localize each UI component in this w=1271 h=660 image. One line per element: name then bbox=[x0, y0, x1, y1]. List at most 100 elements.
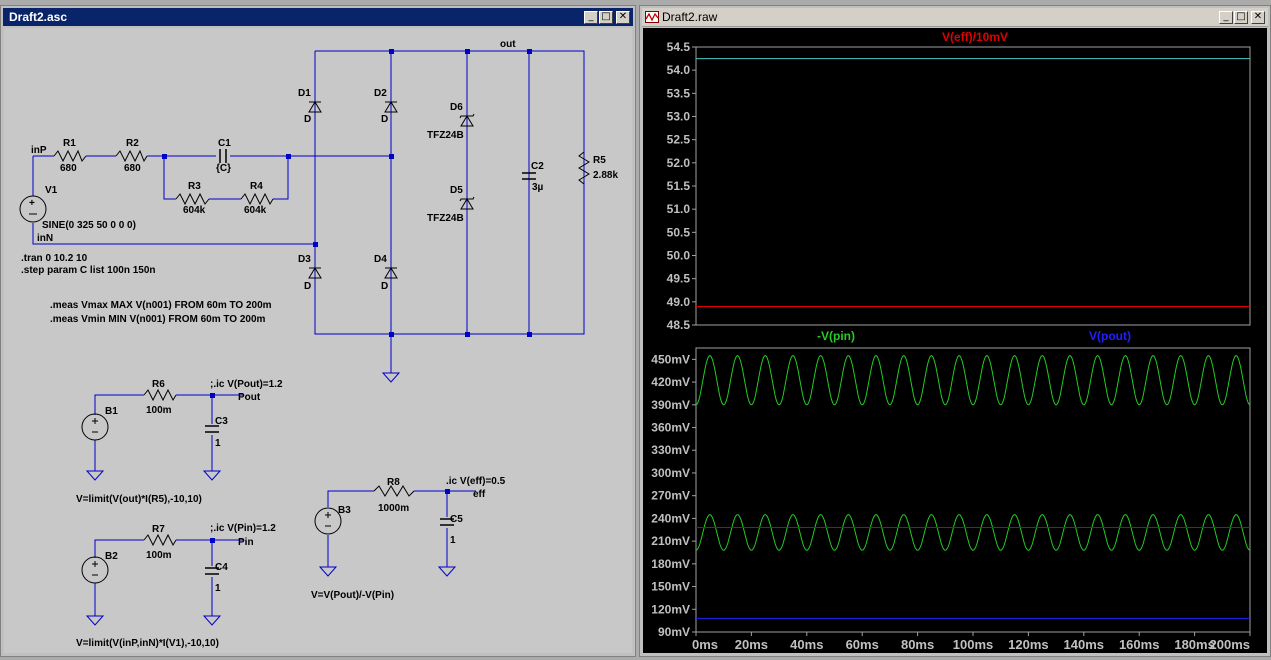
pane1-title: V(eff)/10mV bbox=[942, 30, 1008, 44]
label-D5-value: TFZ24B bbox=[427, 213, 464, 224]
pane2-ytick-label: 330mV bbox=[651, 443, 690, 457]
svg-text:+: + bbox=[29, 198, 35, 209]
xtick-label: 60ms bbox=[846, 637, 879, 652]
ground-symbols bbox=[85, 372, 457, 626]
pane1-ytick-label: 50.5 bbox=[667, 225, 691, 239]
label-C4-value: 1 bbox=[215, 583, 221, 594]
label-B2-expr: V=limit(V(inP,inN)*I(V1),-10,10) bbox=[76, 638, 219, 649]
maximize-button[interactable]: □ bbox=[1234, 10, 1248, 24]
label-D4-value: D bbox=[381, 281, 388, 292]
xtick-label: 160ms bbox=[1119, 637, 1159, 652]
pane1-plot: 54.554.053.553.052.552.051.551.050.550.0… bbox=[667, 40, 1250, 332]
maximize-button[interactable]: □ bbox=[599, 10, 613, 24]
label-R6: R6 bbox=[152, 379, 165, 390]
pane2-ytick-label: 180mV bbox=[651, 557, 690, 571]
label-R1-value: 680 bbox=[60, 163, 77, 174]
capacitor-symbols bbox=[205, 149, 536, 575]
pane2-plot: 450mV420mV390mV360mV330mV300mV270mV240mV… bbox=[651, 352, 1251, 652]
pane2-ytick-label: 270mV bbox=[651, 489, 690, 503]
pane2-ytick-label: 150mV bbox=[651, 580, 690, 594]
label-D1: D1 bbox=[298, 88, 311, 99]
junction-dots bbox=[162, 49, 532, 543]
pane1-ytick-label: 52.0 bbox=[667, 156, 691, 170]
label-V1: V1 bbox=[45, 185, 58, 196]
schematic-wires bbox=[32, 50, 585, 616]
close-button[interactable]: ✕ bbox=[1251, 10, 1265, 24]
pane1-ytick-label: 51.5 bbox=[667, 179, 691, 193]
label-B3: B3 bbox=[338, 505, 351, 516]
pane1-ytick-label: 51.0 bbox=[667, 202, 691, 216]
pane1-ytick-label: 48.5 bbox=[667, 318, 691, 332]
directive-meas-min[interactable]: .meas Vmin MIN V(n001) FROM 60m TO 200m bbox=[50, 314, 266, 325]
pane1-ytick-label: 49.0 bbox=[667, 295, 691, 309]
xtick-label: 20ms bbox=[735, 637, 768, 652]
source-symbols: + bbox=[19, 195, 342, 584]
label-R8: R8 bbox=[387, 477, 400, 488]
waveform-app-icon bbox=[645, 11, 659, 23]
pane2-ytick-label: 120mV bbox=[651, 602, 690, 616]
label-R4: R4 bbox=[250, 181, 263, 192]
label-ic-eff[interactable]: .ic V(eff)=0.5 bbox=[446, 476, 506, 487]
label-B1: B1 bbox=[105, 406, 118, 417]
pane2-ytick-label: 210mV bbox=[651, 534, 690, 548]
pane1-ytick-label: 53.0 bbox=[667, 110, 691, 124]
pane2-ytick-label: 390mV bbox=[651, 398, 690, 412]
label-D5: D5 bbox=[450, 185, 463, 196]
schematic-canvas[interactable]: + out inP inN V1 SINE(0 325 bbox=[4, 28, 632, 653]
label-out: out bbox=[500, 39, 516, 50]
directive-meas-max[interactable]: .meas Vmax MAX V(n001) FROM 60m TO 200m bbox=[50, 300, 272, 311]
minimize-button[interactable]: _ bbox=[1219, 10, 1233, 24]
waveform-window[interactable]: Draft2.raw _ □ ✕ V(eff)/10mV -V(pin) V(p… bbox=[639, 5, 1271, 657]
label-D6-value: TFZ24B bbox=[427, 130, 464, 141]
label-D1-value: D bbox=[304, 114, 311, 125]
label-C1: C1 bbox=[218, 138, 231, 149]
label-R7: R7 bbox=[152, 524, 165, 535]
label-D4: D4 bbox=[374, 254, 387, 265]
pane1-ytick-label: 54.0 bbox=[667, 63, 691, 77]
label-B1-expr: V=limit(V(out)*I(R5),-10,10) bbox=[76, 494, 202, 505]
pane1-ytick-label: 54.5 bbox=[667, 40, 691, 54]
minimize-button[interactable]: _ bbox=[584, 10, 598, 24]
schematic-title: Draft2.asc bbox=[9, 10, 68, 24]
label-R7-value: 100m bbox=[146, 550, 172, 561]
pane1-frame bbox=[695, 46, 1251, 326]
label-C3-value: 1 bbox=[215, 438, 221, 449]
directive-tran[interactable]: .tran 0 10.2 10 bbox=[21, 253, 88, 264]
xtick-label: 120ms bbox=[1008, 637, 1048, 652]
legend-neg-vpin: -V(pin) bbox=[817, 329, 855, 343]
label-C1-value: {C} bbox=[216, 163, 231, 174]
pane2-frame bbox=[695, 347, 1251, 633]
schematic-drawing: + out inP inN V1 SINE(0 325 bbox=[19, 39, 618, 649]
label-D2-value: D bbox=[381, 114, 388, 125]
xtick-label: 0ms bbox=[692, 637, 718, 652]
waveform-title: Draft2.raw bbox=[662, 10, 718, 24]
pane1-ytick-label: 53.5 bbox=[667, 86, 691, 100]
resistor-symbols bbox=[53, 149, 590, 547]
waveform-plots: V(eff)/10mV -V(pin) V(pout) 54.554.053.5… bbox=[651, 30, 1251, 652]
schematic-window[interactable]: Draft2.asc _ □ ✕ bbox=[0, 5, 636, 657]
label-R2: R2 bbox=[126, 138, 139, 149]
xtick-label: 200ms bbox=[1210, 637, 1250, 652]
xtick-label: 100ms bbox=[953, 637, 993, 652]
pane2-ytick-label: 450mV bbox=[651, 352, 690, 366]
label-D3-value: D bbox=[304, 281, 311, 292]
label-inN: inN bbox=[37, 233, 53, 244]
label-ic-pout[interactable]: ;.ic V(Pout)=1.2 bbox=[210, 379, 283, 390]
pane2-ytick-label: 420mV bbox=[651, 375, 690, 389]
label-ic-pin[interactable]: ;.ic V(Pin)=1.2 bbox=[210, 523, 276, 534]
label-B2: B2 bbox=[105, 551, 118, 562]
waveform-titlebar[interactable]: Draft2.raw _ □ ✕ bbox=[642, 8, 1268, 27]
label-C5: C5 bbox=[450, 514, 463, 525]
label-R8-value: 1000m bbox=[378, 503, 409, 514]
diode-symbols bbox=[308, 101, 475, 279]
pane2-trace-0 bbox=[695, 355, 1251, 406]
pane1-ytick-label: 50.0 bbox=[667, 249, 691, 263]
close-button[interactable]: ✕ bbox=[616, 10, 630, 24]
label-C2: C2 bbox=[531, 161, 544, 172]
directive-step[interactable]: .step param C list 100n 150n bbox=[21, 265, 156, 276]
label-inP: inP bbox=[31, 145, 47, 156]
label-R3-value: 604k bbox=[183, 205, 206, 216]
schematic-titlebar[interactable]: Draft2.asc _ □ ✕ bbox=[3, 8, 633, 26]
pane1-ytick-label: 49.5 bbox=[667, 272, 691, 286]
